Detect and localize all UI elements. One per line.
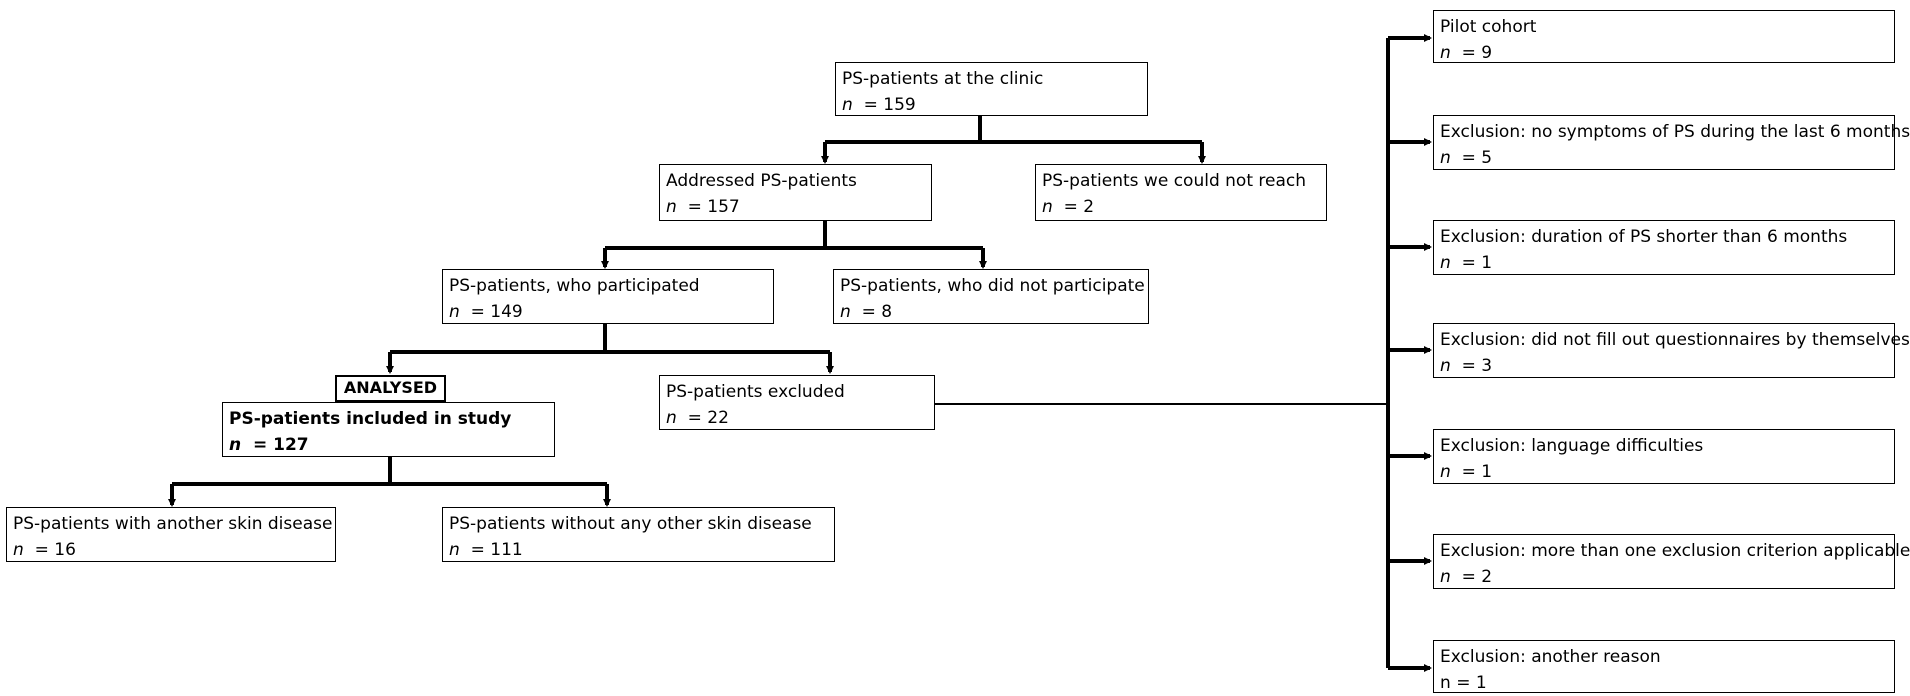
node-label: PS-patients with another skin disease bbox=[13, 514, 333, 534]
exclusion-count: n = 1 bbox=[1440, 253, 1493, 273]
node-label: PS-patients without any other skin disea… bbox=[449, 514, 812, 534]
node-addressed: Addressed PS-patients n = 157 bbox=[659, 164, 932, 221]
exclusion-box: Exclusion: duration of PS shorter than 6… bbox=[1433, 220, 1895, 275]
exclusion-box: Exclusion: did not fill out questionnair… bbox=[1433, 323, 1910, 378]
node-included: PS-patients included in study n = 127 bbox=[222, 402, 555, 457]
node-not-participated: PS-patients, who did not participate n =… bbox=[833, 269, 1149, 324]
exclusion-label: Exclusion: more than one exclusion crite… bbox=[1440, 541, 1910, 561]
node-label: PS-patients included in study bbox=[229, 409, 512, 429]
exclusion-count: n = 1 bbox=[1440, 673, 1487, 693]
exclusion-label: Exclusion: did not fill out questionnair… bbox=[1440, 330, 1910, 350]
node-no-other-skin: PS-patients without any other skin disea… bbox=[442, 507, 835, 562]
exclusion-count: n = 1 bbox=[1440, 462, 1493, 482]
exclusion-label: Exclusion: no symptoms of PS during the … bbox=[1440, 122, 1910, 142]
connector-participated bbox=[390, 323, 830, 354]
node-count: n = 111 bbox=[449, 540, 523, 560]
analysed-tag: ANALYSED bbox=[335, 375, 446, 402]
exclusion-count: n = 5 bbox=[1440, 148, 1493, 168]
node-count: n = 2 bbox=[1042, 197, 1095, 217]
node-label: PS-patients we could not reach bbox=[1042, 171, 1306, 191]
exclusion-box: Pilot cohort n = 9 bbox=[1433, 10, 1895, 63]
node-excluded: PS-patients excluded n = 22 bbox=[659, 375, 935, 430]
exclusion-box: Exclusion: language difficulties n = 1 bbox=[1433, 429, 1895, 484]
connector-addressed bbox=[605, 220, 983, 250]
exclusion-box: Exclusion: another reason n = 1 bbox=[1433, 640, 1895, 693]
node-label: PS-patients excluded bbox=[666, 382, 845, 402]
node-clinic: PS-patients at the clinic n = 159 bbox=[835, 62, 1148, 116]
node-count: n = 16 bbox=[13, 540, 76, 560]
node-count: n = 149 bbox=[449, 302, 523, 322]
connector-included bbox=[172, 456, 607, 486]
node-count: n = 159 bbox=[842, 95, 916, 115]
exclusion-label: Exclusion: language difficulties bbox=[1440, 436, 1704, 456]
node-count: n = 8 bbox=[840, 302, 893, 322]
node-label: PS-patients, who did not participate bbox=[840, 276, 1145, 296]
exclusion-count: n = 3 bbox=[1440, 356, 1493, 376]
exclusion-label: Exclusion: another reason bbox=[1440, 647, 1661, 667]
exclusion-label: Pilot cohort bbox=[1440, 17, 1537, 37]
exclusion-count: n = 2 bbox=[1440, 567, 1493, 587]
exclusion-label: Exclusion: duration of PS shorter than 6… bbox=[1440, 227, 1848, 247]
node-count: n = 127 bbox=[229, 435, 309, 455]
node-label: Addressed PS-patients bbox=[666, 171, 857, 191]
exclusion-box: Exclusion: no symptoms of PS during the … bbox=[1433, 115, 1910, 170]
node-not-reach: PS-patients we could not reach n = 2 bbox=[1035, 164, 1327, 221]
node-label: PS-patients at the clinic bbox=[842, 69, 1044, 89]
node-count: n = 22 bbox=[666, 408, 729, 428]
node-count: n = 157 bbox=[666, 197, 740, 217]
node-label: PS-patients, who participated bbox=[449, 276, 700, 296]
exclusion-count: n = 9 bbox=[1440, 43, 1493, 63]
node-participated: PS-patients, who participated n = 149 bbox=[442, 269, 774, 324]
connector-clinic bbox=[825, 115, 1202, 144]
exclusion-box: Exclusion: more than one exclusion crite… bbox=[1433, 534, 1910, 589]
node-other-skin: PS-patients with another skin disease n … bbox=[6, 507, 336, 562]
